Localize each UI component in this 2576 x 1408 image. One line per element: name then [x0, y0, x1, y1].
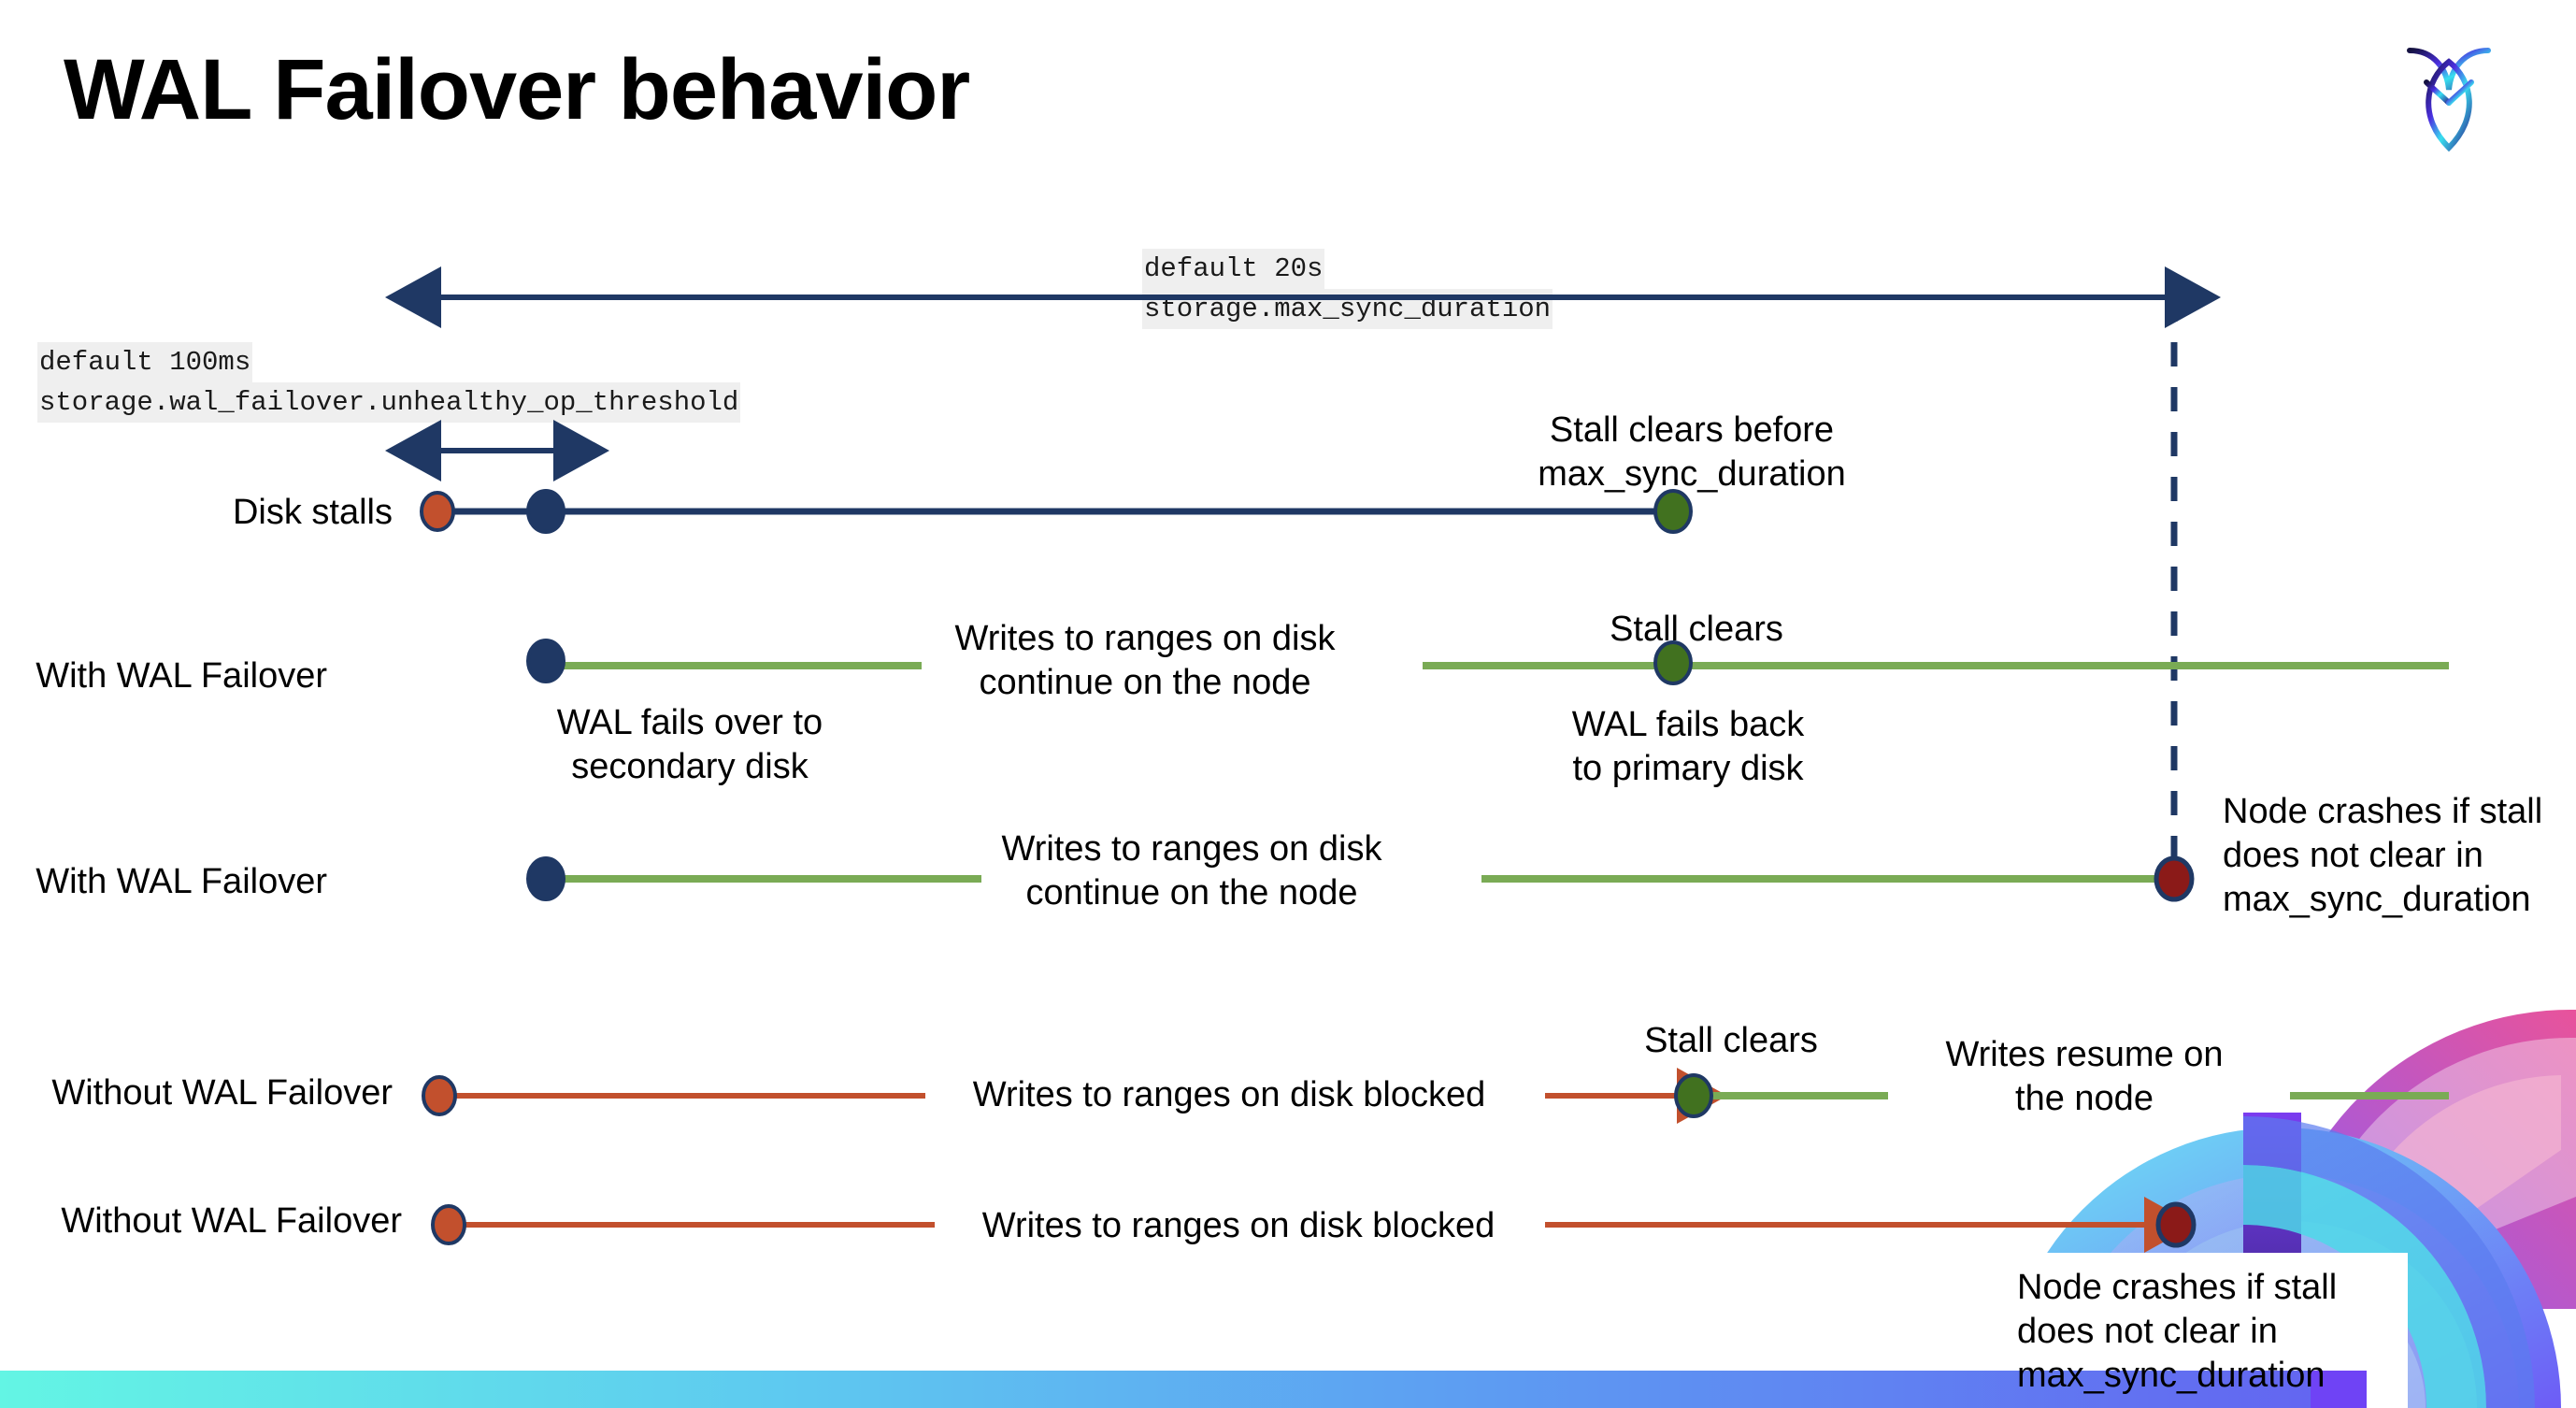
annotation-writes-resume: Writes resume on the node	[1945, 1035, 2224, 1118]
with-wal-failover-1-start-marker	[526, 639, 565, 683]
row-label-disk-stalls: Disk stalls	[232, 493, 393, 532]
annotation-writes-blocked-2: Writes to ranges on disk blocked	[981, 1206, 1496, 1245]
unhealthy-op-default-label: default 100ms	[37, 342, 253, 382]
cockroachdb-logo-icon	[2393, 28, 2505, 159]
row-label-without-wal-failover-1: Without WAL Failover	[51, 1073, 393, 1113]
annotation-stall-clears-before: Stall clears before max_sync_duration	[1538, 410, 1846, 494]
annotation-stall-clears-1: Stall clears	[1610, 610, 1783, 649]
annotation-stall-clears-2: Stall clears	[1644, 1021, 1818, 1060]
with-wal-failover-2-crash-marker	[2154, 855, 2195, 902]
without-wal-failover-1-clear-marker	[1674, 1073, 1713, 1118]
annotation-writes-blocked-1: Writes to ranges on disk blocked	[972, 1075, 1486, 1114]
unhealthy-op-setting-name: storage.wal_failover.unhealthy_op_thresh…	[37, 382, 741, 423]
disk-stalls-failover-marker	[526, 489, 565, 534]
annotation-wal-fails-over: WAL fails over to secondary disk	[556, 703, 823, 786]
annotation-writes-continue-2: Writes to ranges on disk continue on the…	[1001, 829, 1382, 912]
with-wal-failover-2-start-marker	[526, 856, 565, 901]
bottom-gradient-bar	[0, 1371, 2311, 1408]
annotation-node-crashes-2: Node crashes if stall does not clear in …	[2017, 1268, 2338, 1395]
disk-stalls-start-marker	[420, 491, 455, 532]
disk-stalls-clear-marker	[1653, 489, 1693, 534]
annotation-writes-continue-1: Writes to ranges on disk continue on the…	[954, 619, 1336, 702]
without-wal-failover-2-start-marker	[431, 1204, 466, 1245]
row-label-without-wal-failover-2: Without WAL Failover	[61, 1201, 402, 1241]
row-label-with-wal-failover-1: With WAL Failover	[36, 656, 327, 696]
with-wal-failover-1-clear-marker	[1653, 640, 1693, 685]
without-wal-failover-2-crash-marker	[2155, 1201, 2197, 1248]
row-label-with-wal-failover-2: With WAL Failover	[36, 862, 327, 901]
without-wal-failover-1-start-marker	[422, 1075, 457, 1116]
page-title: WAL Failover behavior	[64, 42, 970, 137]
unhealthy-op-threshold-chip: default 100ms storage.wal_failover.unhea…	[37, 342, 741, 423]
annotation-node-crashes-1: Node crashes if stall does not clear in …	[2223, 792, 2543, 919]
bottom-gradient-bar-accent	[2311, 1371, 2367, 1408]
annotation-wal-fails-back: WAL fails back to primary disk	[1571, 705, 1805, 788]
